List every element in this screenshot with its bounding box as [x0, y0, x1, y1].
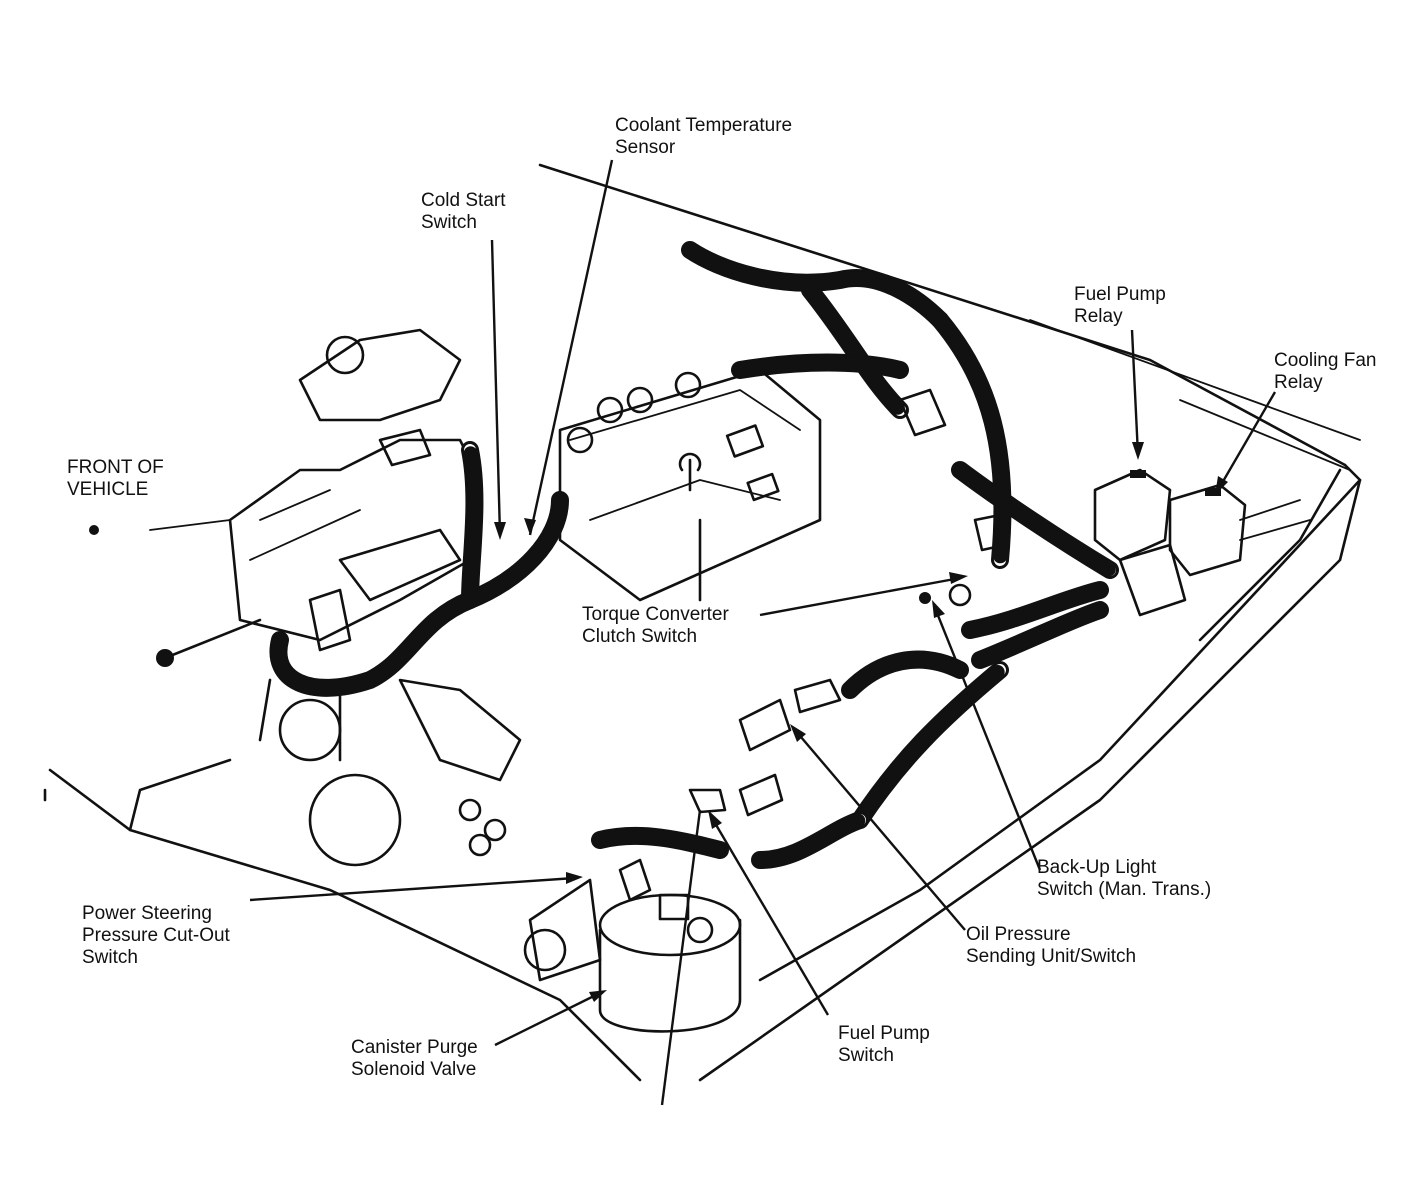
- label-front-of-vehicle: FRONT OF VEHICLE: [67, 457, 164, 500]
- leader-lines: [249, 159, 1277, 1106]
- switch-parts: [688, 388, 1007, 817]
- label-power-steering-pressure-cut-out-switch: Power Steering Pressure Cut-Out Switch: [82, 903, 230, 968]
- label-back-up-light-switch: Back-Up Light Switch (Man. Trans.): [1037, 857, 1212, 900]
- label-coolant-temperature-sensor: Coolant Temperature Sensor: [615, 115, 793, 158]
- label-canister-purge-solenoid-valve: Canister Purge Solenoid Valve: [351, 1037, 478, 1080]
- label-fuel-pump-switch: Fuel Pump Switch: [838, 1023, 930, 1066]
- wiring-harness: [269, 241, 1119, 869]
- label-cooling-fan-relay: Cooling Fan Relay: [1274, 350, 1377, 393]
- canister-assembly: [523, 858, 742, 1033]
- label-cold-start-switch: Cold Start Switch: [421, 190, 506, 233]
- intake-assembly: [156, 328, 522, 867]
- label-torque-converter-clutch-switch: Torque Converter Clutch Switch: [582, 604, 729, 647]
- relay-cluster: [1093, 468, 1311, 617]
- body-outline: [43, 163, 1362, 1082]
- label-fuel-pump-relay: Fuel Pump Relay: [1074, 284, 1166, 327]
- front-of-vehicle-arrow: [89, 519, 231, 535]
- label-oil-pressure-sending-unit: Oil Pressure Sending Unit/Switch: [966, 924, 1137, 967]
- engine-block: [558, 368, 822, 602]
